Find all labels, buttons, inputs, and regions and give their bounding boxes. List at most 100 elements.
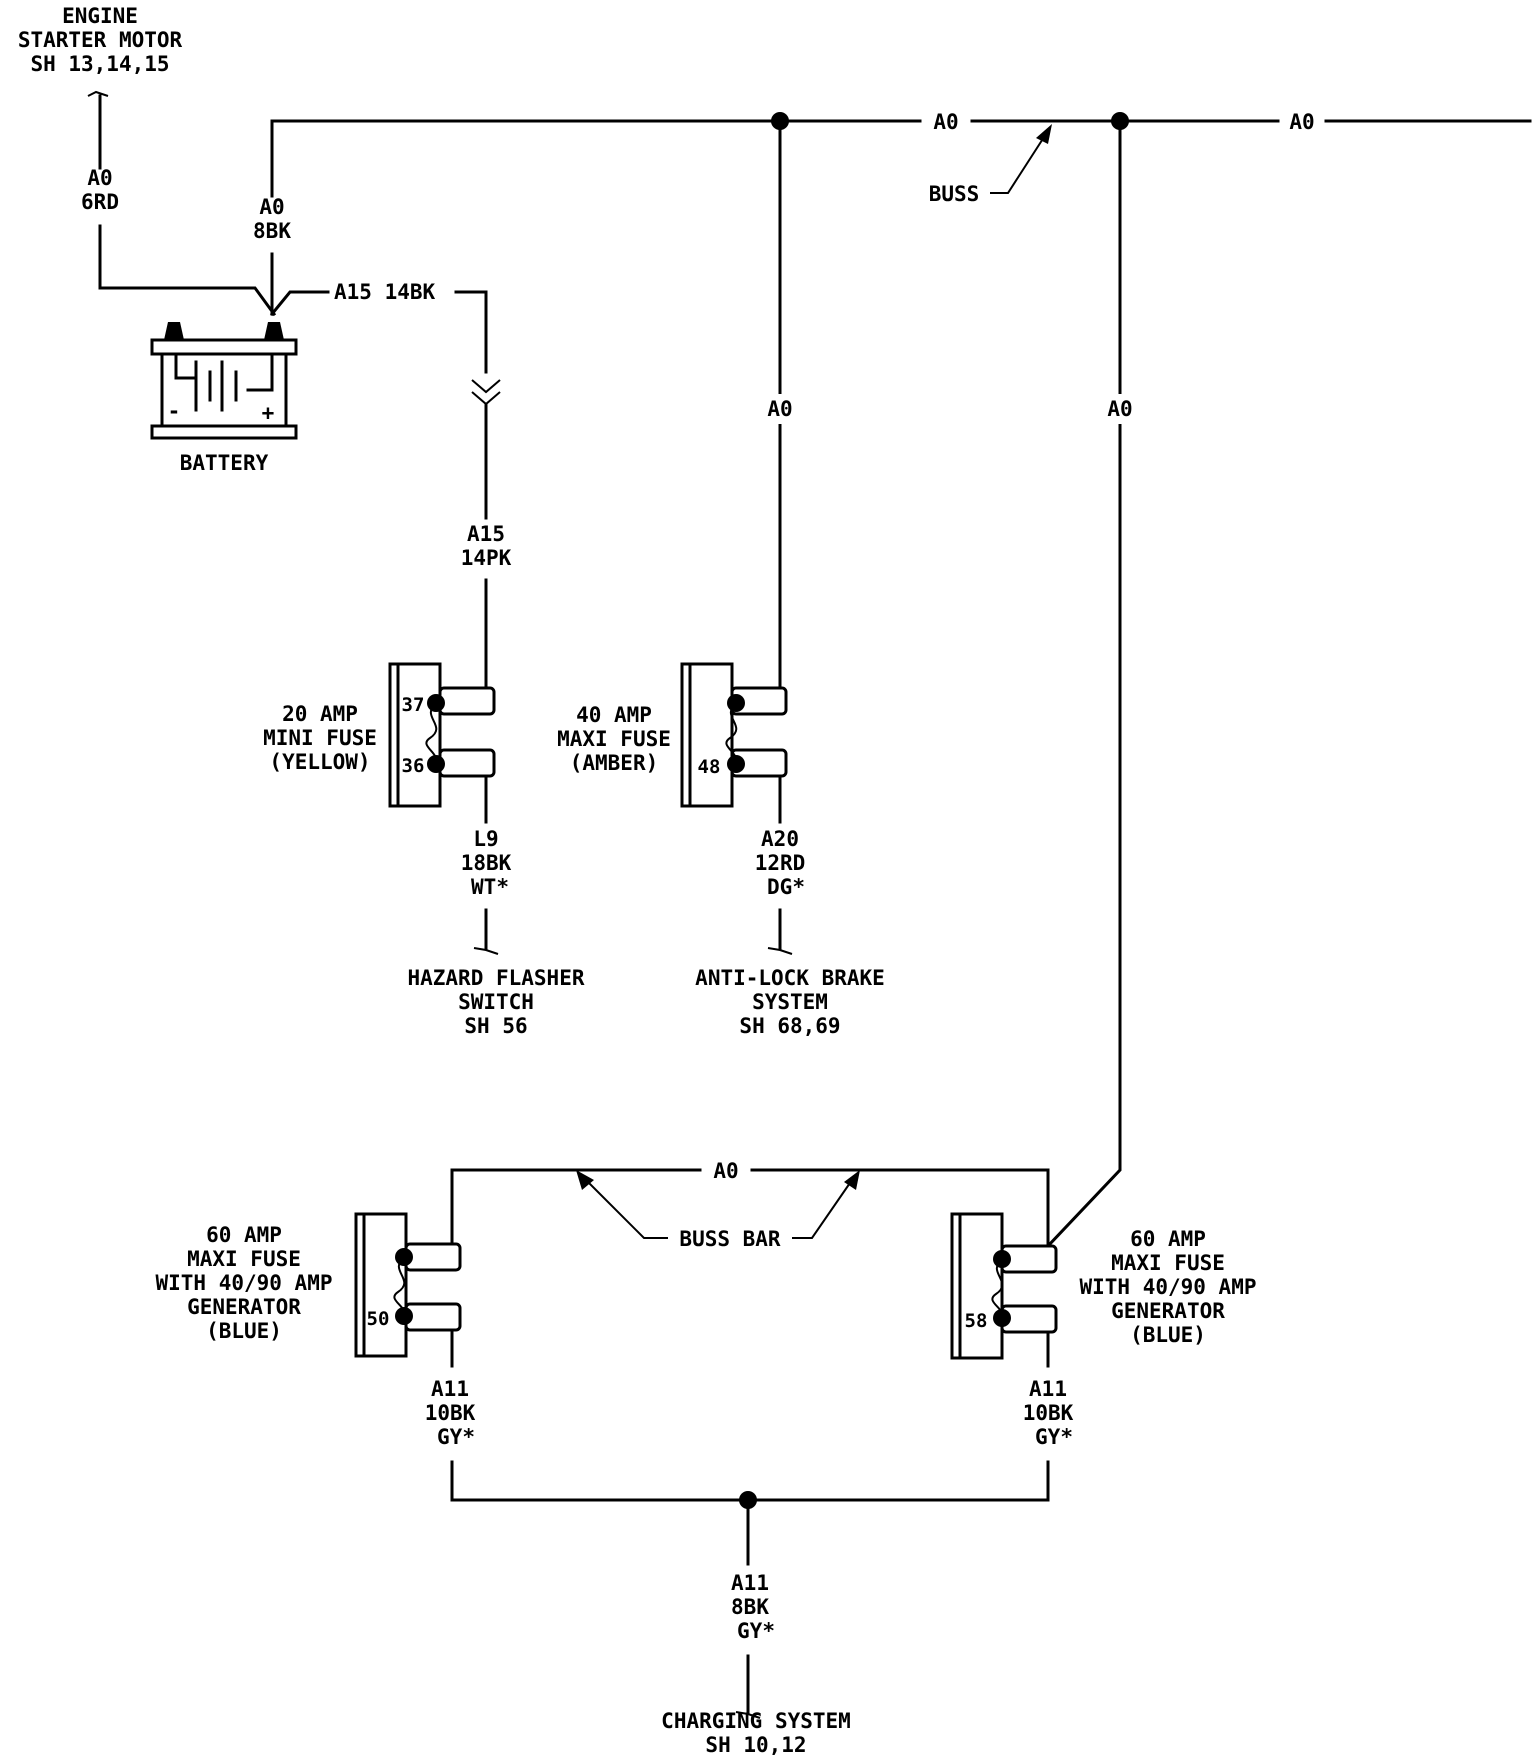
svg-text:SYSTEM: SYSTEM — [752, 990, 828, 1014]
fuse-40-pin-bottom: 48 — [698, 756, 721, 778]
fuse-40amp-label: 40 AMP MAXI FUSE (AMBER) — [557, 703, 671, 775]
battery-negative-terminal-icon — [164, 322, 184, 340]
svg-text:SH 10,12: SH 10,12 — [705, 1733, 806, 1757]
wire-a20-label: A20 12RD DG* — [755, 827, 806, 899]
svg-text:60 AMP: 60 AMP — [1130, 1227, 1206, 1251]
svg-text:MINI FUSE: MINI FUSE — [263, 726, 377, 750]
svg-text:MAXI FUSE: MAXI FUSE — [557, 727, 671, 751]
svg-text:GENERATOR: GENERATOR — [1111, 1299, 1225, 1323]
fuse-20amp-label: 20 AMP MINI FUSE (YELLOW) — [263, 702, 377, 774]
inline-connector-icon — [471, 379, 501, 406]
svg-text:8BK: 8BK — [731, 1595, 769, 1619]
fuse-20amp-mini: 37 36 — [388, 662, 496, 808]
wire-l9-label: L9 18BK WT* — [461, 827, 512, 899]
buss-bar-arrow-right-icon — [844, 1170, 860, 1190]
wire-a0-8bk-label: A0 8BK — [253, 195, 291, 243]
abs-destination: ANTI-LOCK BRAKE SYSTEM SH 68,69 — [695, 966, 885, 1038]
wire-a15-14bk-run — [454, 290, 488, 374]
svg-text:(BLUE): (BLUE) — [206, 1319, 282, 1343]
buss-bar-pointer-left — [585, 1179, 668, 1239]
wire-a15-14bk-stub — [269, 290, 330, 317]
svg-text:(YELLOW): (YELLOW) — [269, 750, 370, 774]
battery-plus: + — [262, 401, 275, 425]
svg-text:CHARGING SYSTEM: CHARGING SYSTEM — [661, 1709, 851, 1733]
mid-a0-label: A0 — [767, 397, 792, 421]
battery-symbol: - + — [150, 322, 298, 440]
svg-text:DG*: DG* — [767, 875, 805, 899]
svg-text:GY*: GY* — [737, 1619, 775, 1643]
svg-text:18BK: 18BK — [461, 851, 512, 875]
svg-text:MAXI FUSE: MAXI FUSE — [187, 1247, 301, 1271]
svg-text:A11: A11 — [731, 1571, 769, 1595]
svg-text:A0: A0 — [259, 195, 284, 219]
battery-label: BATTERY — [180, 451, 269, 475]
svg-text:(BLUE): (BLUE) — [1130, 1323, 1206, 1347]
fuse-40amp-maxi: 48 — [680, 662, 788, 808]
svg-text:GENERATOR: GENERATOR — [187, 1295, 301, 1319]
svg-text:A11: A11 — [1029, 1377, 1067, 1401]
right-a0-label: A0 — [1107, 397, 1132, 421]
svg-text:40 AMP: 40 AMP — [576, 703, 652, 727]
svg-text:6RD: 6RD — [81, 190, 119, 214]
charging-system-destination: CHARGING SYSTEM SH 10,12 — [661, 1709, 851, 1757]
fuse-20-pin-top: 37 — [402, 694, 425, 716]
buss-bar-left — [450, 1168, 702, 1246]
svg-text:SWITCH: SWITCH — [458, 990, 534, 1014]
buss-bar-arrow-left-icon — [576, 1170, 594, 1190]
svg-text:HAZARD FLASHER: HAZARD FLASHER — [407, 966, 584, 990]
wire-a15-14bk-label: A15 14BK — [334, 280, 436, 304]
fuse-60amp-left-label: 60 AMP MAXI FUSE WITH 40/90 AMP GENERATO… — [155, 1223, 332, 1343]
buss-bar-a0: A0 — [713, 1159, 738, 1183]
buss-right-drop — [1045, 119, 1122, 1249]
starter-connector — [87, 90, 109, 97]
svg-text:A0: A0 — [87, 166, 112, 190]
buss-bar-pointer-right — [792, 1179, 853, 1239]
svg-text:SH 56: SH 56 — [464, 1014, 527, 1038]
fuse-60amp-right: 58 — [950, 1212, 1058, 1360]
fuse-60amp-left: 50 — [354, 1212, 462, 1358]
svg-text:10BK: 10BK — [1023, 1401, 1074, 1425]
svg-text:A20: A20 — [761, 827, 799, 851]
wire-a11-main-label: A11 8BK GY* — [731, 1571, 775, 1643]
svg-text:A15: A15 — [467, 522, 505, 546]
svg-text:14PK: 14PK — [461, 546, 512, 570]
charging-connector-icon — [735, 1711, 761, 1719]
buss-arrow-icon — [1036, 124, 1052, 144]
svg-text:WITH 40/90 AMP: WITH 40/90 AMP — [1079, 1275, 1256, 1299]
buss-bar-label: BUSS BAR — [679, 1227, 781, 1251]
fuse-60amp-right-label: 60 AMP MAXI FUSE WITH 40/90 AMP GENERATO… — [1079, 1227, 1256, 1347]
fuse-20-pin-bottom: 36 — [402, 755, 425, 777]
svg-text:MAXI FUSE: MAXI FUSE — [1111, 1251, 1225, 1275]
buss-top-a0-2: A0 — [1289, 110, 1314, 134]
svg-text:ANTI-LOCK BRAKE: ANTI-LOCK BRAKE — [695, 966, 885, 990]
svg-text:GY*: GY* — [437, 1425, 475, 1449]
svg-text:20 AMP: 20 AMP — [282, 702, 358, 726]
svg-text:SH 13,14,15: SH 13,14,15 — [30, 52, 169, 76]
svg-text:STARTER MOTOR: STARTER MOTOR — [18, 28, 183, 52]
wire-a11-right-label: A11 10BK GY* — [1023, 1377, 1074, 1449]
buss-pointer — [990, 133, 1047, 194]
svg-text:12RD: 12RD — [755, 851, 806, 875]
wire-a11-left-label: A11 10BK GY* — [425, 1377, 476, 1449]
svg-text:10BK: 10BK — [425, 1401, 476, 1425]
buss-bar-right — [750, 1168, 1050, 1248]
svg-text:WITH 40/90 AMP: WITH 40/90 AMP — [155, 1271, 332, 1295]
battery-positive-terminal-icon — [264, 322, 284, 340]
svg-text:L9: L9 — [473, 827, 498, 851]
hazard-connector-icon — [473, 947, 499, 955]
label-mask-right — [1104, 394, 1136, 424]
svg-text:(AMBER): (AMBER) — [570, 751, 659, 775]
fuse-60-right-pin-bottom: 58 — [965, 1310, 988, 1332]
svg-text:60 AMP: 60 AMP — [206, 1223, 282, 1247]
buss-top-a0-1: A0 — [933, 110, 958, 134]
starter-motor-label: ENGINE STARTER MOTOR SH 13,14,15 — [18, 4, 183, 76]
label-mask-mid — [764, 394, 796, 424]
wire-a0-6rd-lower — [98, 224, 277, 317]
buss-top-left-run — [270, 119, 782, 690]
svg-text:SH 68,69: SH 68,69 — [739, 1014, 840, 1038]
wire-a0-6rd-label: A0 6RD — [81, 166, 119, 214]
hazard-flasher-destination: HAZARD FLASHER SWITCH SH 56 — [407, 966, 584, 1038]
svg-text:ENGINE: ENGINE — [62, 4, 138, 28]
